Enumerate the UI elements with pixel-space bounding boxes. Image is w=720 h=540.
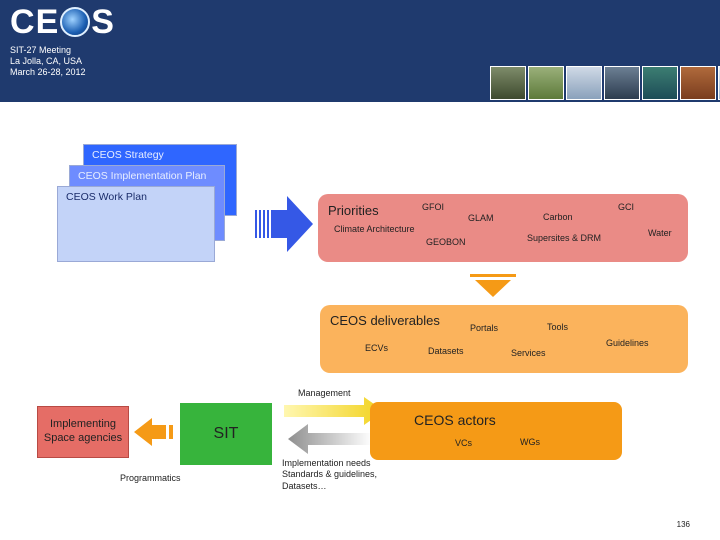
field-photo [528,66,564,100]
deliverable-ecvs: ECVs [365,343,389,353]
deliverables-panel: CEOS deliverables Portals Tools Guidelin… [320,305,688,373]
meeting-location: La Jolla, CA, USA [10,56,83,66]
sit-label: SIT [213,425,239,442]
priority-gfoi: GFOI [422,202,444,212]
implementing-agencies-label: Implementing Space agencies [43,418,123,444]
right-arrow-icon [255,196,313,252]
priorities-panel: Priorities GFOI GLAM Carbon GCI Water Cl… [318,194,688,262]
implementation-needs-line-3: Datasets… [282,480,327,491]
wave-photo [642,66,678,100]
ceos-work-plan-label: CEOS Work Plan [66,191,147,203]
actor-vcs: VCs [455,438,473,448]
priority-climate-architecture: Climate Architecture [334,224,415,234]
priority-supersites: Supersites & DRM [527,233,602,243]
implementation-needs-line-2: Standards & guidelines, [282,469,378,480]
globe-icon [60,7,91,37]
photo-strip [490,66,720,100]
implementation-needs-line-1: Implementation needs [282,458,371,468]
management-arrow-icon [284,397,384,425]
cracked-earth-photo [680,66,716,100]
implementing-agencies-box: Implementing Space agencies [37,406,129,458]
forest-photo [490,66,526,100]
priority-geobon: GEOBON [426,237,466,247]
down-arrow-icon [470,274,516,297]
ceos-actors-title: CEOS actors [414,412,496,428]
priority-carbon: Carbon [543,212,573,222]
deliverable-portals: Portals [470,323,499,333]
deliverable-guidelines: Guidelines [606,338,649,348]
management-label: Management [298,388,351,398]
ceos-implementation-plan-label: CEOS Implementation Plan [78,170,207,182]
priority-gci: GCI [618,202,635,212]
storm-photo [604,66,640,100]
page-number: 136 [676,520,690,529]
implementation-needs-note: Implementation needs Standards & guideli… [282,458,377,492]
actor-wgs: WGs [520,437,540,447]
deliverables-title: CEOS deliverables [330,313,440,328]
ceos-strategy-label: CEOS Strategy [92,149,164,161]
ice-photo [566,66,602,100]
ceos-actors-panel: CEOS actors VCs WGs [370,402,622,460]
programmatics-label: Programmatics [120,473,181,483]
priority-water: Water [648,228,672,238]
deliverable-services: Services [511,348,546,358]
glacier-photo [718,66,720,100]
meeting-dates: March 26-28, 2012 [10,67,86,77]
meeting-name: SIT-27 Meeting [10,45,72,55]
ceos-work-plan-doc: CEOS Work Plan [57,186,215,262]
sit-box: SIT [180,403,272,465]
feedback-arrow-icon [288,424,372,454]
priorities-title: Priorities [328,203,379,218]
left-arrow-icon [134,418,173,446]
deliverable-tools: Tools [547,322,569,332]
priority-glam: GLAM [468,213,494,223]
deliverable-datasets: Datasets [428,346,464,356]
